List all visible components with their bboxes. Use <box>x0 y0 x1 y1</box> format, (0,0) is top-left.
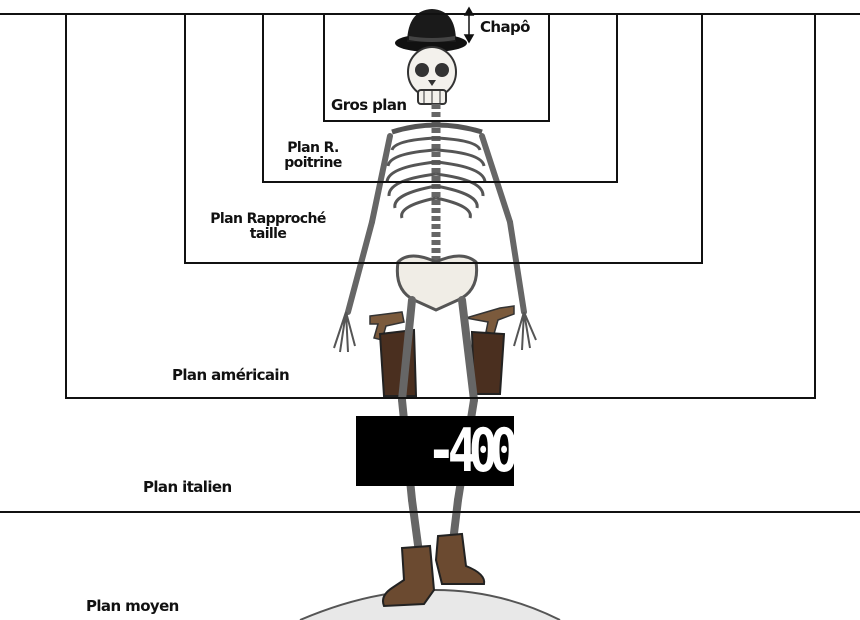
label-plan-rapproche-taille: Plan Rapproché taille <box>188 212 348 242</box>
gros-plan-right <box>548 13 550 122</box>
americain-bottom <box>65 397 816 399</box>
badge-400: -400 <box>356 416 514 486</box>
skull-icon <box>408 47 456 104</box>
bowler-hat-icon <box>395 9 467 52</box>
label-plan-r-line2: poitrine <box>268 156 358 171</box>
poitrine-right <box>616 13 618 183</box>
poitrine-left <box>262 13 264 183</box>
hands <box>334 312 536 352</box>
taille-bottom <box>184 262 703 264</box>
label-plan-r-poitrine: Plan R. poitrine <box>268 141 358 171</box>
label-plan-moyen: Plan moyen <box>86 599 179 614</box>
label-plan-italien: Plan italien <box>143 480 232 495</box>
poitrine-bottom <box>262 181 618 183</box>
label-plan-americain: Plan américain <box>172 368 289 383</box>
americain-left <box>65 13 67 399</box>
label-chapo: Chapô <box>480 20 530 35</box>
label-plan-r-line1: Plan R. <box>268 141 358 156</box>
label-rapproche-line1: Plan Rapproché <box>188 212 348 227</box>
gros-plan-bottom <box>323 120 550 122</box>
label-rapproche-line2: taille <box>188 227 348 242</box>
gros-plan-left <box>323 13 325 122</box>
label-gros-plan: Gros plan <box>331 98 406 113</box>
top-frame-line <box>0 13 860 15</box>
badge-text: -400 <box>426 416 510 486</box>
plan-moyen-line <box>0 511 860 513</box>
taille-left <box>184 13 186 264</box>
holster-icon <box>380 330 504 396</box>
taille-right <box>701 13 703 264</box>
americain-right <box>814 13 816 399</box>
